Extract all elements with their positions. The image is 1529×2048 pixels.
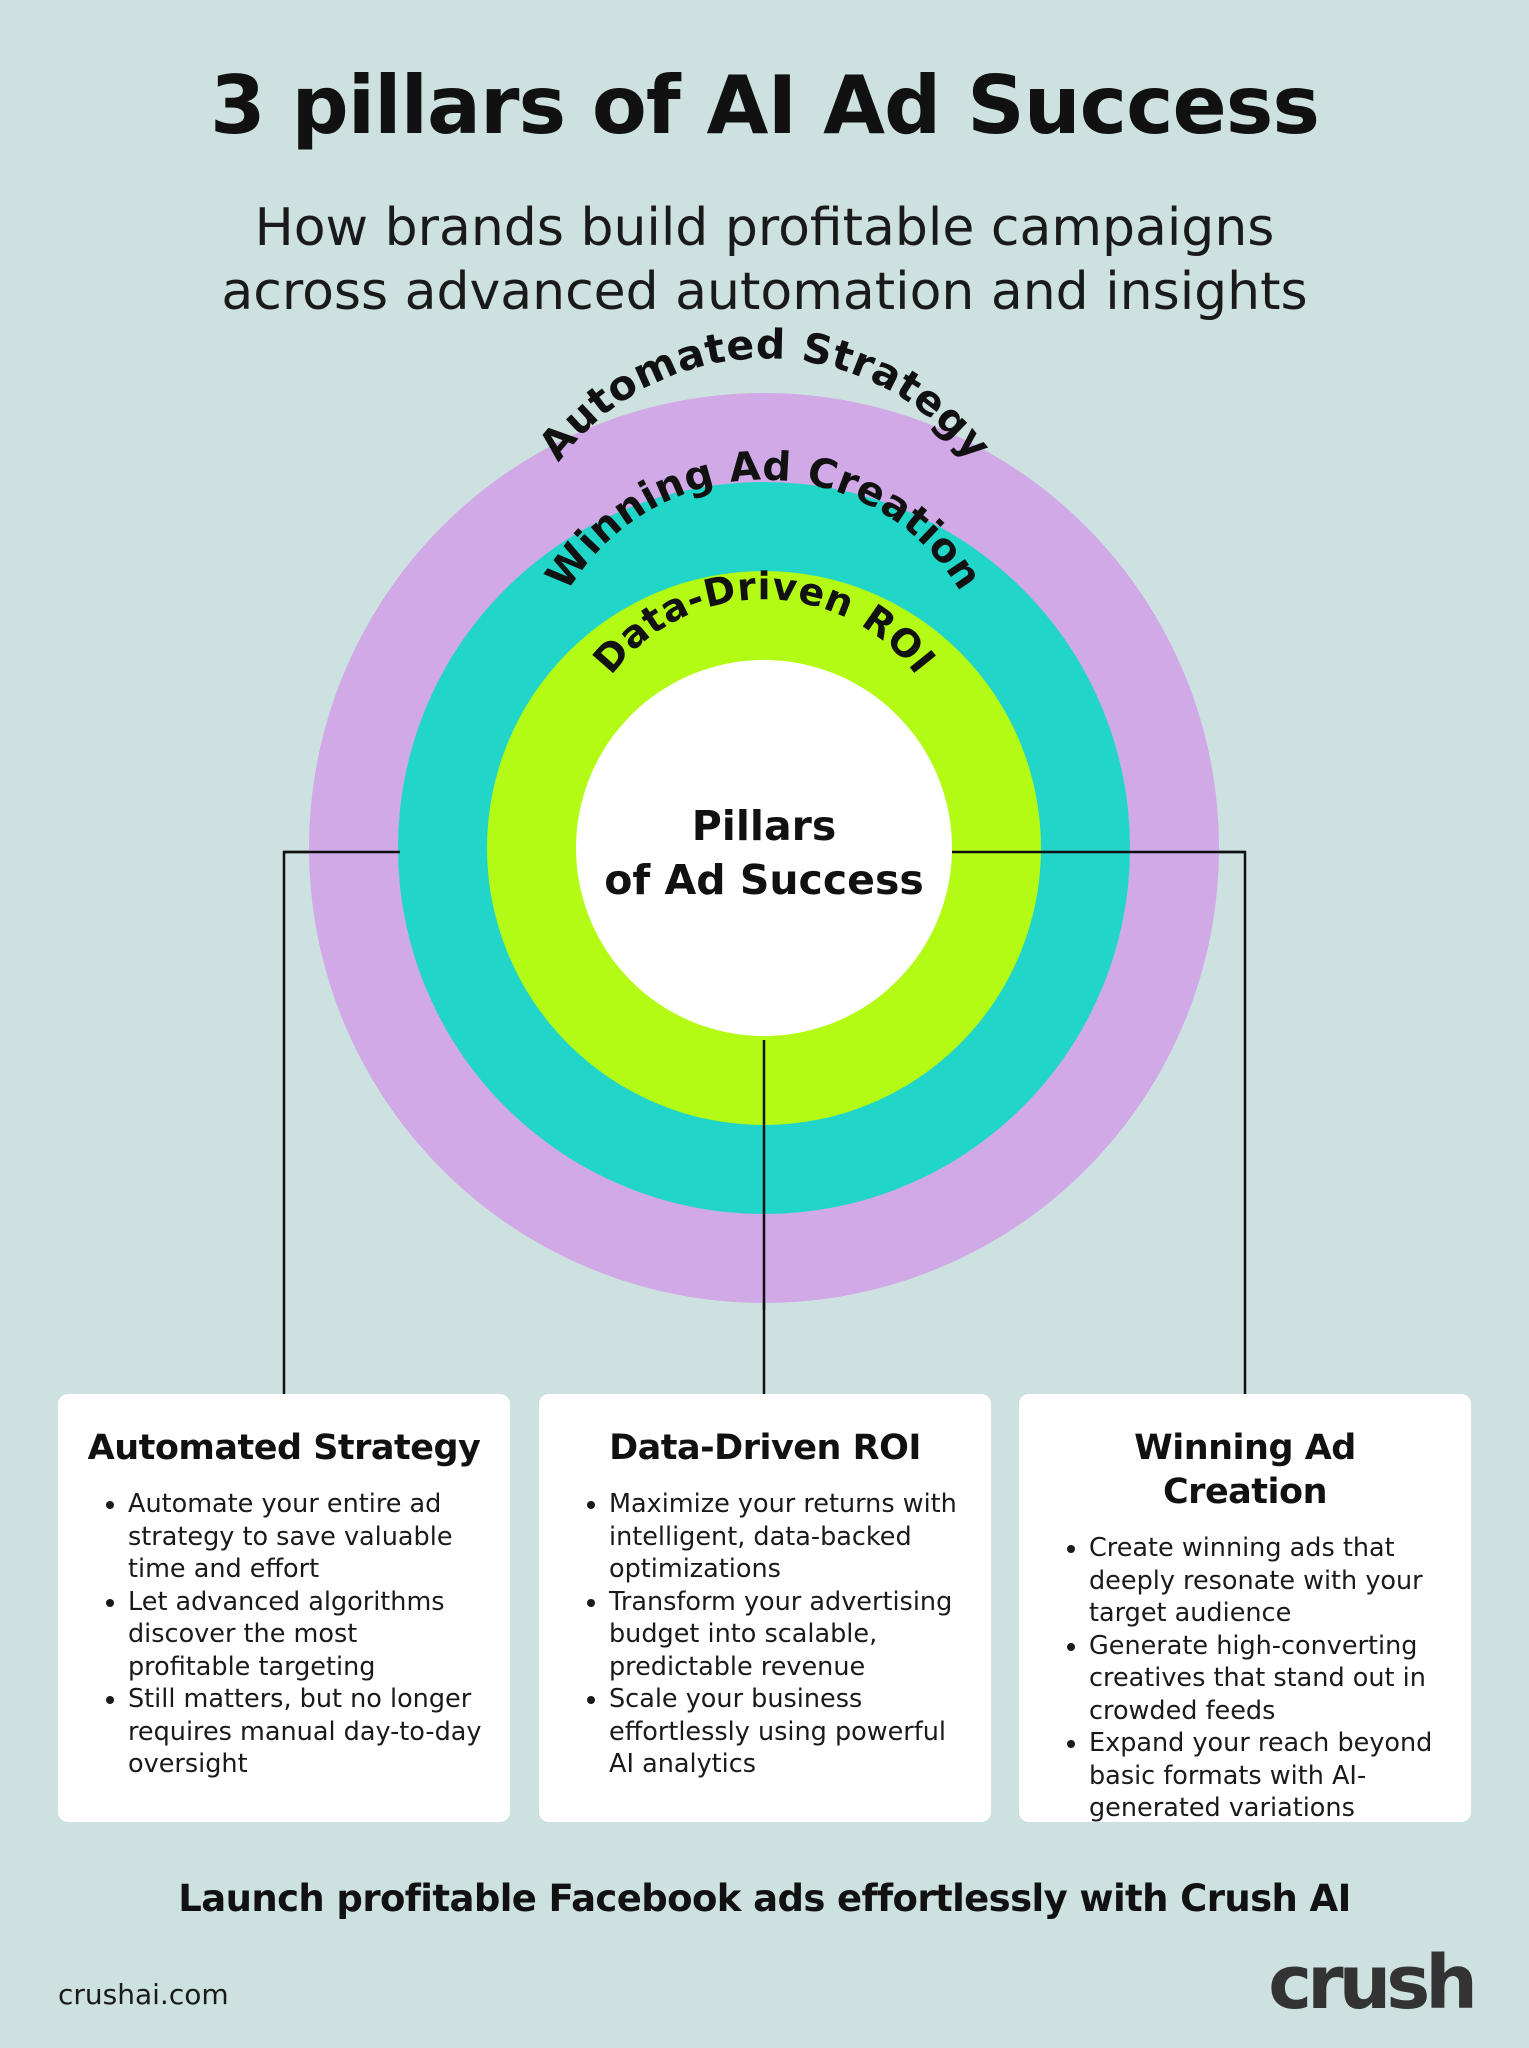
card-bullet-list: Maximize your returns with intelligent, … [567,1488,963,1781]
card-bullet: Let advanced algorithms discover the mos… [128,1586,482,1684]
card-bullet: Generate high-converting creatives that … [1089,1630,1443,1728]
card-bullet-list: Create winning ads that deeply resonate … [1047,1532,1443,1825]
card-title: Winning Ad Creation [1047,1426,1443,1514]
pillars-ring-diagram: Automated Strategy Winning Ad Creation D… [0,0,1529,1400]
card-bullet: Automate your entire ad strategy to save… [128,1488,482,1586]
card-bullet: Maximize your returns with intelligent, … [609,1488,963,1586]
card-title: Data-Driven ROI [567,1426,963,1470]
center-label-line-2: of Ad Success [604,856,924,904]
center-label-line-1: Pillars [692,802,837,850]
call-to-action-text: Launch profitable Facebook ads effortles… [0,1877,1529,1921]
card-data-driven-roi: Data-Driven ROI Maximize your returns wi… [539,1394,991,1822]
card-automated-strategy: Automated Strategy Automate your entire … [58,1394,510,1822]
card-bullet: Still matters, but no longer requires ma… [128,1683,482,1781]
card-bullet: Create winning ads that deeply resonate … [1089,1532,1443,1630]
card-bullet: Scale your business effortlessly using p… [609,1683,963,1781]
card-winning-ad-creation: Winning Ad Creation Create winning ads t… [1019,1394,1471,1822]
card-bullet-list: Automate your entire ad strategy to save… [86,1488,482,1781]
website-link[interactable]: crushai.com [58,1978,229,2011]
card-bullet: Expand your reach beyond basic formats w… [1089,1727,1443,1825]
card-title: Automated Strategy [86,1426,482,1470]
card-bullet: Transform your advertising budget into s… [609,1586,963,1684]
crush-logo: crush [1268,1946,1473,2020]
